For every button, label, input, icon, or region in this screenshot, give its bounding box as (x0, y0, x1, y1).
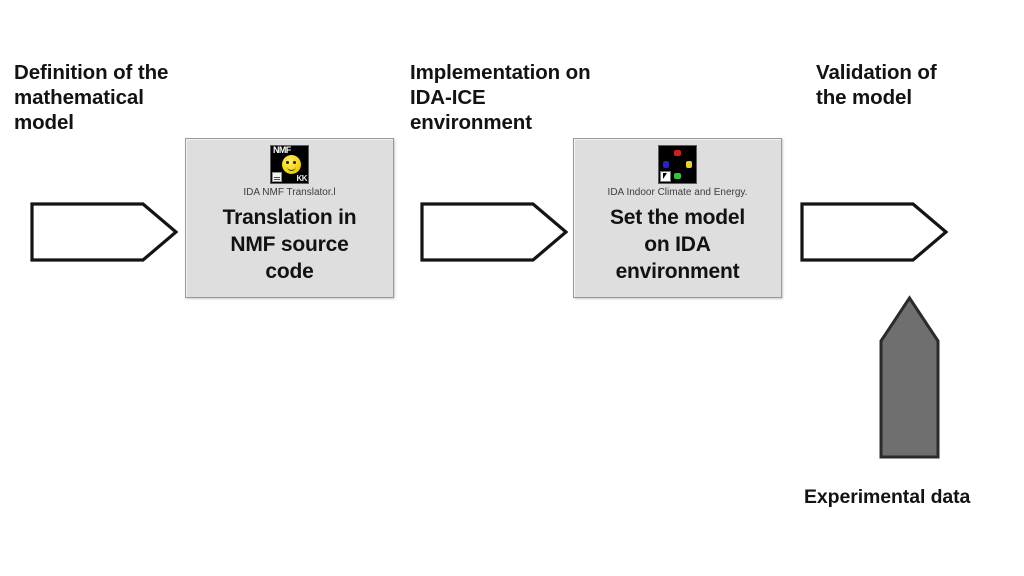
experimental-data-label: Experimental data (804, 486, 971, 508)
flow-arrow-2-shape (420, 202, 569, 262)
process-box-translation[interactable]: NMF KK IDA NMF Translator.l Translation … (185, 138, 394, 298)
smiley-face-icon (282, 155, 301, 174)
process-box-translation-title: Translation in NMF source code (222, 206, 357, 283)
ida-nmf-translator-icon: NMF KK (270, 145, 309, 184)
process-box-setmodel-title: Set the model on IDA environment (609, 206, 746, 283)
process-box-setmodel[interactable]: IDA Indoor Climate and Energy. Set the m… (573, 138, 782, 298)
ice-dot-8 (674, 172, 681, 179)
ice-dot-9 (685, 172, 692, 179)
flow-arrow-2 (420, 201, 569, 263)
experimental-data-arrow (878, 295, 941, 460)
stage-label-implementation: Implementation on IDA-ICE environment (410, 61, 591, 134)
flow-arrow-3-shape (800, 202, 949, 262)
ice-dot-6 (685, 161, 692, 168)
ice-dot-3 (685, 150, 692, 157)
stage-label-definition: Definition of the mathematical model (14, 61, 169, 134)
icon-caption-translator: IDA NMF Translator.l (243, 187, 336, 198)
ice-dot-2 (674, 150, 681, 157)
flow-arrow-1-shape (30, 202, 179, 262)
flow-arrow-3 (800, 201, 949, 263)
icon-caption-ida-ice: IDA Indoor Climate and Energy. (607, 187, 748, 198)
flow-arrow-1 (30, 201, 179, 263)
ice-dot-1 (663, 150, 670, 157)
nmf-icon-label: NMF (273, 145, 291, 155)
ice-dot-5 (674, 161, 681, 168)
experimental-data-arrow-shape (879, 295, 940, 459)
ice-dot-4 (663, 161, 670, 168)
ida-indoor-climate-and-energy-icon (658, 145, 697, 184)
document-icon (272, 172, 282, 182)
nmf-icon-badge: KK (296, 174, 307, 183)
cursor-arrow-icon (660, 171, 671, 182)
stage-label-validation: Validation of the model (816, 61, 937, 109)
